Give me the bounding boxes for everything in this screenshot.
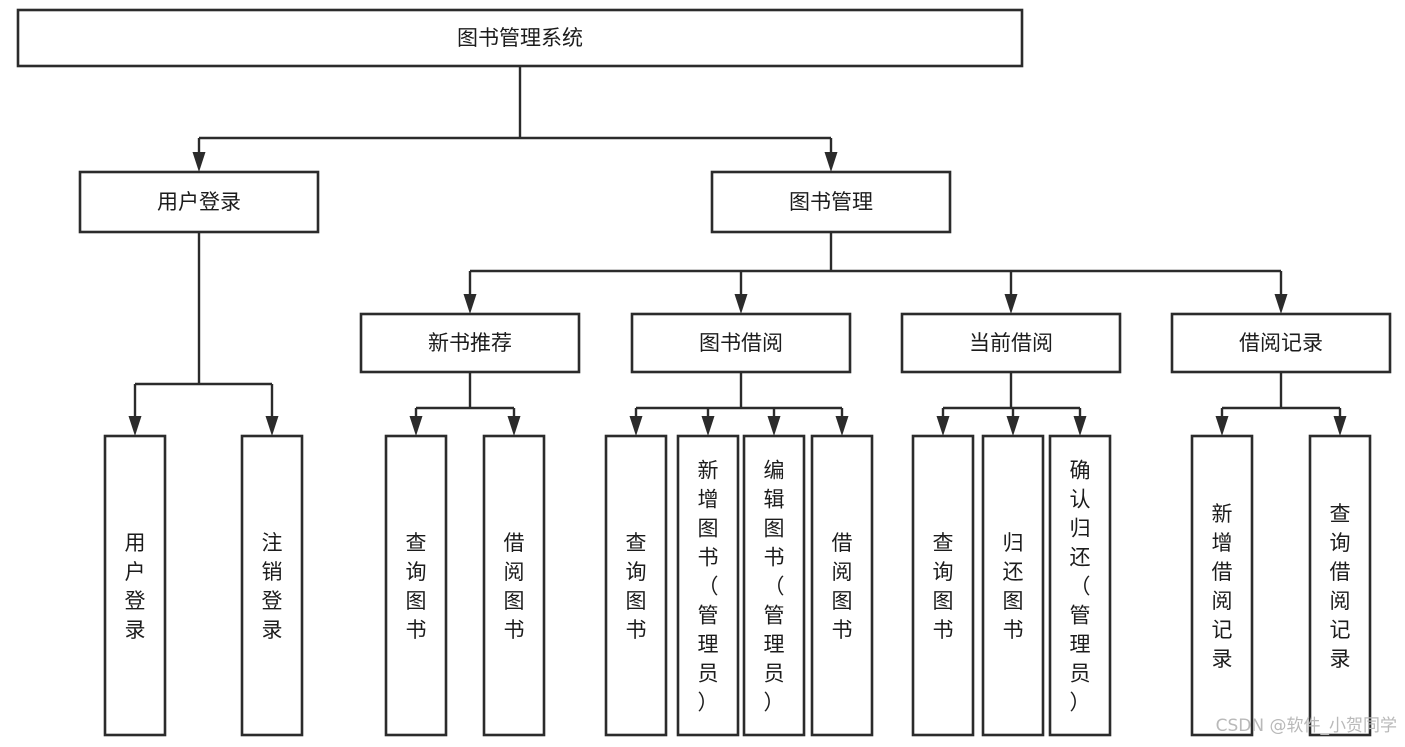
node-box[interactable] <box>384 434 448 737</box>
node-leaf-query-book-borrow[interactable]: 查询图书 <box>604 434 668 737</box>
node-box[interactable] <box>78 170 320 234</box>
connector-arrow-icon <box>1004 294 1018 314</box>
node-leaf-logout[interactable]: 注销登录 <box>240 434 304 737</box>
node-label: 用户登录 <box>125 531 146 642</box>
node-box[interactable] <box>810 434 874 737</box>
node-book-management[interactable]: 图书管理 <box>710 170 952 234</box>
node-box[interactable] <box>16 8 1024 68</box>
node-label: 注销登录 <box>262 531 283 642</box>
connector-arrow-icon <box>128 416 142 436</box>
node-leaf-user-login[interactable]: 用户登录 <box>103 434 167 737</box>
connector-arrow-icon <box>1073 416 1087 436</box>
connector-arrow-icon <box>265 416 279 436</box>
node-box[interactable] <box>103 434 167 737</box>
node-label: 图书管理 <box>789 190 873 214</box>
nodes-layer: 图书管理系统用户登录图书管理新书推荐图书借阅当前借阅借阅记录用户登录注销登录查询… <box>16 8 1392 737</box>
connector-arrow-icon <box>1215 416 1229 436</box>
node-box[interactable] <box>1170 312 1392 374</box>
csdn-watermark: CSDN @软件_小贺同学 <box>1216 716 1397 736</box>
connector-arrow-icon <box>835 416 849 436</box>
node-label: 查询借阅记录 <box>1330 502 1351 671</box>
node-label: 新书推荐 <box>428 331 512 355</box>
node-box[interactable] <box>240 434 304 737</box>
node-box[interactable] <box>676 434 740 737</box>
connector-arrow-icon <box>1006 416 1020 436</box>
node-box[interactable] <box>981 434 1045 737</box>
connector-group-record-to-leaves <box>1215 372 1347 436</box>
node-label: 新增图书（管理员） <box>698 459 719 715</box>
connector-arrow-icon <box>463 294 477 314</box>
node-user-login[interactable]: 用户登录 <box>78 170 320 234</box>
connector-group-root-to-level2 <box>192 66 838 172</box>
connector-arrow-icon <box>767 416 781 436</box>
connector-arrow-icon <box>409 416 423 436</box>
node-label: 当前借阅 <box>969 331 1053 355</box>
connectors-layer <box>128 66 1347 436</box>
node-leaf-borrow-book-recommend[interactable]: 借阅图书 <box>482 434 546 737</box>
node-label: 借阅图书 <box>832 531 853 642</box>
node-box[interactable] <box>742 434 806 737</box>
node-label: 归还图书 <box>1003 531 1024 642</box>
node-leaf-query-book-recommend[interactable]: 查询图书 <box>384 434 448 737</box>
connector-group-current-to-leaves <box>936 372 1087 436</box>
connector-arrow-icon <box>507 416 521 436</box>
node-label: 借阅图书 <box>504 531 525 642</box>
connector-arrow-icon <box>701 416 715 436</box>
node-leaf-query-book-current[interactable]: 查询图书 <box>911 434 975 737</box>
node-label: 编辑图书（管理员） <box>764 459 785 715</box>
connector-arrow-icon <box>936 416 950 436</box>
node-label: 图书管理系统 <box>457 26 583 50</box>
connector-group-bookmgmt-to-level3 <box>463 232 1288 314</box>
node-leaf-query-borrow-record[interactable]: 查询借阅记录 <box>1308 434 1372 737</box>
node-leaf-borrow-book[interactable]: 借阅图书 <box>810 434 874 737</box>
connector-group-borrow-to-leaves <box>629 372 849 436</box>
node-leaf-edit-book[interactable]: 编辑图书（管理员） <box>742 434 806 737</box>
node-leaf-confirm-return[interactable]: 确认归还（管理员） <box>1048 434 1112 737</box>
node-new-book-recommend[interactable]: 新书推荐 <box>359 312 581 374</box>
node-box[interactable] <box>1190 434 1254 737</box>
node-label: 借阅记录 <box>1239 331 1323 355</box>
node-box[interactable] <box>710 170 952 234</box>
node-leaf-return-book[interactable]: 归还图书 <box>981 434 1045 737</box>
node-box[interactable] <box>900 312 1122 374</box>
node-box[interactable] <box>1308 434 1372 737</box>
node-label: 用户登录 <box>157 190 241 214</box>
node-root[interactable]: 图书管理系统 <box>16 8 1024 68</box>
connector-arrow-icon <box>192 152 206 172</box>
node-current-borrow[interactable]: 当前借阅 <box>900 312 1122 374</box>
node-box[interactable] <box>1048 434 1112 737</box>
node-borrow-record[interactable]: 借阅记录 <box>1170 312 1392 374</box>
connector-arrow-icon <box>1333 416 1347 436</box>
connector-arrow-icon <box>629 416 643 436</box>
node-label: 查询图书 <box>406 531 427 642</box>
connector-arrow-icon <box>824 152 838 172</box>
connector-group-userlogin-to-leaves <box>128 232 279 436</box>
node-label: 新增借阅记录 <box>1212 502 1233 671</box>
node-book-borrow[interactable]: 图书借阅 <box>630 312 852 374</box>
node-box[interactable] <box>482 434 546 737</box>
connector-arrow-icon <box>734 294 748 314</box>
node-box[interactable] <box>630 312 852 374</box>
node-leaf-add-book[interactable]: 新增图书（管理员） <box>676 434 740 737</box>
node-box[interactable] <box>604 434 668 737</box>
connector-group-recommend-to-leaves <box>409 372 521 436</box>
node-label: 确认归还（管理员） <box>1070 459 1091 715</box>
node-box[interactable] <box>359 312 581 374</box>
node-label: 查询图书 <box>626 531 647 642</box>
connector-arrow-icon <box>1274 294 1288 314</box>
node-leaf-add-borrow-record[interactable]: 新增借阅记录 <box>1190 434 1254 737</box>
node-label: 图书借阅 <box>699 331 783 355</box>
node-box[interactable] <box>911 434 975 737</box>
node-label: 查询图书 <box>933 531 954 642</box>
